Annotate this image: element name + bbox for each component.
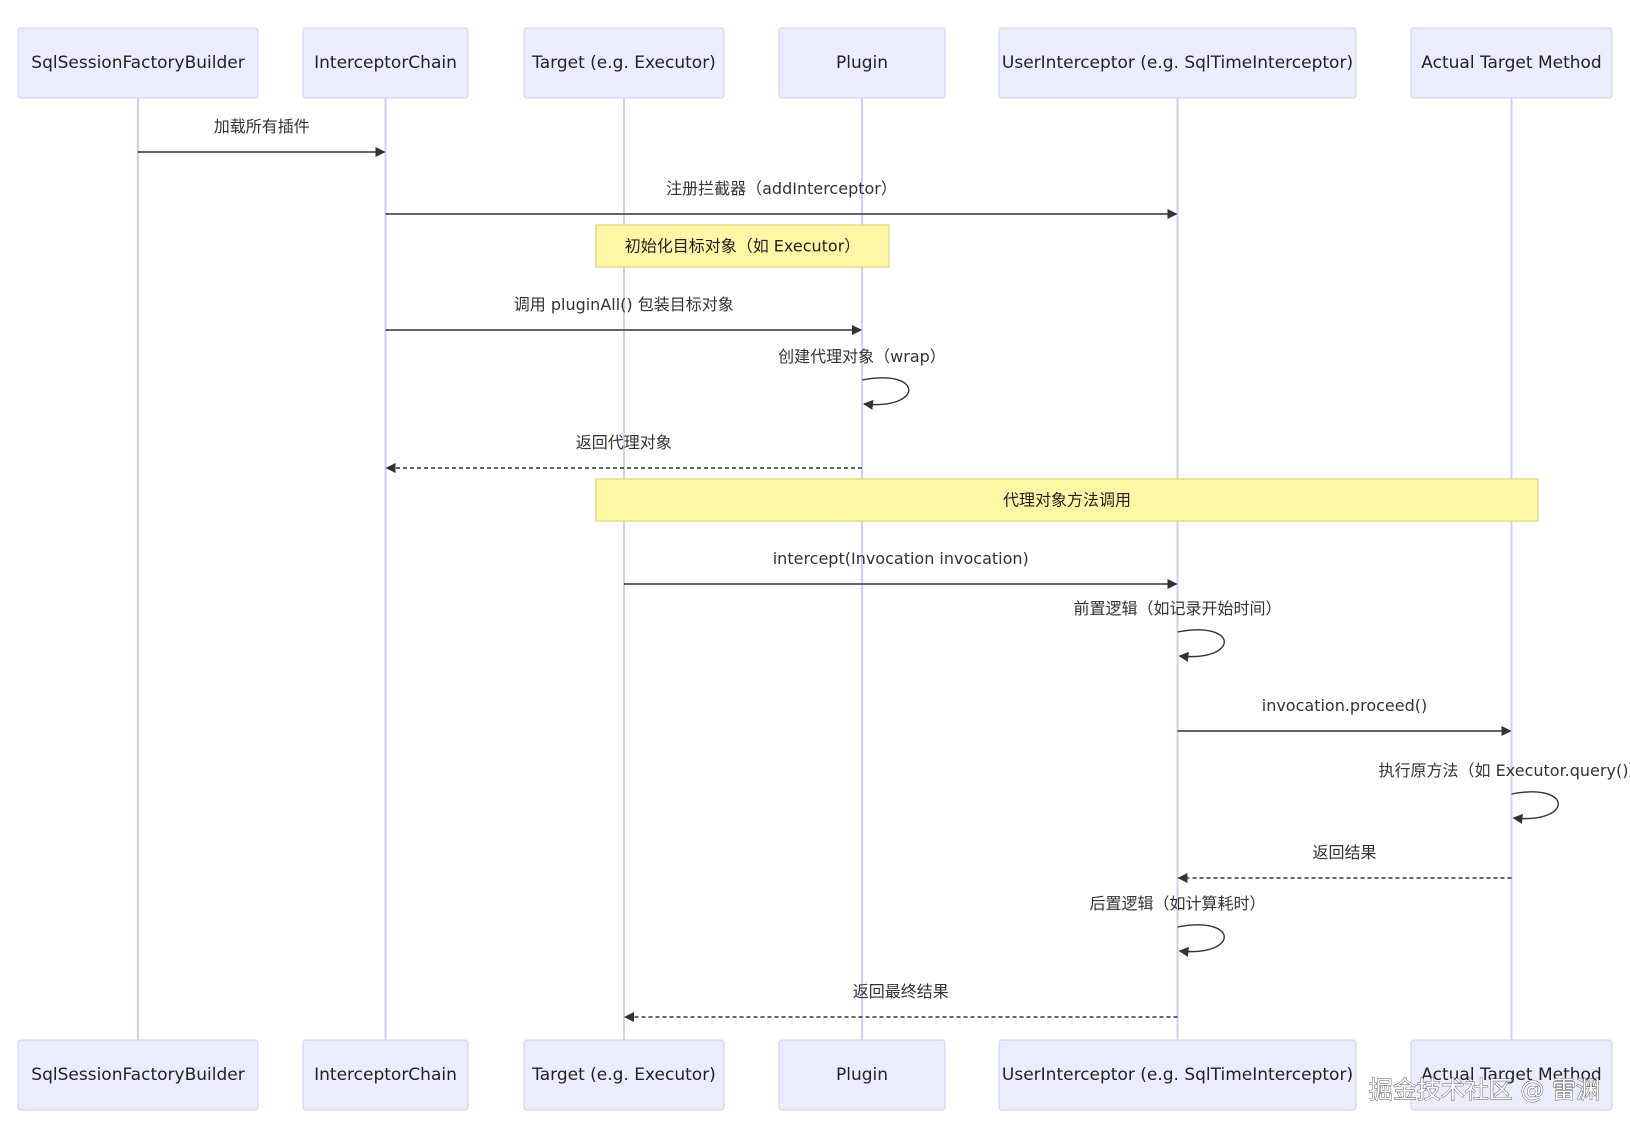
message-label: intercept(Invocation invocation) [773,549,1029,568]
message-8: 执行原方法（如 Executor.query()） [1379,761,1630,824]
message-2: 调用 pluginAll() 包装目标对象 [385,295,862,335]
actor-label: UserInterceptor (e.g. SqlTimeInterceptor… [1002,53,1353,73]
actor-builder-top: SqlSessionFactoryBuilder [17,27,259,99]
message-label: 创建代理对象（wrap） [778,347,946,366]
actor-box [998,27,1357,99]
message-label: 加载所有插件 [214,117,310,136]
actor-box [523,1039,725,1111]
self-message-arrow [1177,924,1225,957]
message-10: 后置逻辑（如计算耗时） [1089,894,1266,957]
actor-chain-bottom: InterceptorChain [302,1039,469,1111]
note-label: 初始化目标对象（如 Executor） [625,237,861,256]
actor-label: InterceptorChain [314,1065,457,1085]
message-label: invocation.proceed() [1262,696,1427,715]
self-message-arrow [1177,629,1225,662]
actor-actual-top: Actual Target Method [1410,27,1613,99]
actor-box [17,1039,259,1111]
actor-label: Plugin [836,53,888,73]
note-label: 代理对象方法调用 [1003,491,1131,510]
actor-builder-bottom: SqlSessionFactoryBuilder [17,1039,259,1111]
actor-box [998,1039,1357,1111]
note-1: 代理对象方法调用 [595,478,1539,522]
actor-plugin-top: Plugin [778,27,946,99]
actor-label: Plugin [836,1065,888,1085]
message-label: 返回最终结果 [853,982,949,1001]
actor-box [778,27,946,99]
actor-actual-bottom: Actual Target Method [1410,1039,1613,1111]
message-label: 返回结果 [1312,843,1376,862]
message-4: 返回代理对象 [385,433,862,473]
note-0: 初始化目标对象（如 Executor） [595,224,890,268]
message-1: 注册拦截器（addInterceptor） [385,179,1178,219]
actor-label: SqlSessionFactoryBuilder [31,53,244,73]
actor-label: Actual Target Method [1421,53,1601,73]
note-box [595,478,1539,522]
actor-label: SqlSessionFactoryBuilder [31,1065,244,1085]
message-11: 返回最终结果 [624,982,1178,1022]
actor-user-bottom: UserInterceptor (e.g. SqlTimeInterceptor… [998,1039,1357,1111]
actor-plugin-bottom: Plugin [778,1039,946,1111]
actor-label: Target (e.g. Executor) [531,53,716,73]
actor-box [302,27,469,99]
note-box [595,224,890,268]
message-0: 加载所有插件 [138,117,386,157]
self-message-arrow [861,377,910,410]
actor-label: Target (e.g. Executor) [531,1065,716,1085]
message-label: 调用 pluginAll() 包装目标对象 [514,295,734,314]
message-9: 返回结果 [1177,843,1512,883]
actor-chain-top: InterceptorChain [302,27,469,99]
watermark-text: 掘金技术社区 @ 雷渊 [1369,1076,1600,1104]
actor-label: Actual Target Method [1421,1065,1601,1085]
actor-target-top: Target (e.g. Executor) [523,27,725,99]
actor-label: InterceptorChain [314,53,457,73]
actor-target-bottom: Target (e.g. Executor) [523,1039,725,1111]
actor-box [1410,27,1613,99]
actor-box [302,1039,469,1111]
message-5: intercept(Invocation invocation) [624,549,1178,589]
actor-box [523,27,725,99]
message-6: 前置逻辑（如记录开始时间） [1073,599,1282,662]
message-label: 后置逻辑（如计算耗时） [1089,894,1265,913]
self-message-arrow [1511,791,1559,824]
message-7: invocation.proceed() [1177,696,1512,736]
message-label: 返回代理对象 [576,433,672,452]
message-label: 注册拦截器（addInterceptor） [666,179,897,198]
message-label: 前置逻辑（如记录开始时间） [1073,599,1281,618]
actor-box [778,1039,946,1111]
actor-user-top: UserInterceptor (e.g. SqlTimeInterceptor… [998,27,1357,99]
message-3: 创建代理对象（wrap） [778,347,946,410]
actor-box [1410,1039,1613,1111]
notes: 初始化目标对象（如 Executor） 代理对象方法调用 [595,224,1539,522]
message-label: 执行原方法（如 Executor.query()） [1379,761,1630,780]
actor-label: UserInterceptor (e.g. SqlTimeInterceptor… [1002,1065,1353,1085]
actor-box [17,27,259,99]
